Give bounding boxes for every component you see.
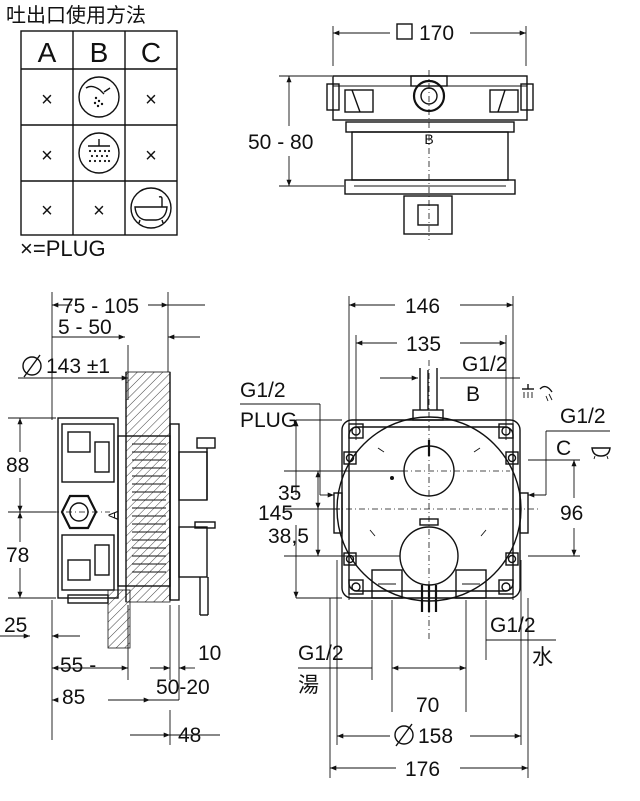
side-bottom-label: 25 <box>4 614 27 637</box>
side-left-range-top: 55 - <box>60 654 96 677</box>
front-view: 146 135 <box>240 295 611 781</box>
side-total-label: 48 <box>178 724 201 747</box>
front-outer-width-label: 146 <box>405 295 440 318</box>
port-right-sub: C <box>556 437 571 460</box>
side-left-range-bottom: 85 <box>62 686 85 709</box>
overhead-shower-icon <box>522 384 534 398</box>
table-cell-r2-c: × <box>145 145 157 167</box>
front-inner-width-label: 135 <box>406 333 441 356</box>
plug-legend: ×=PLUG <box>20 236 106 261</box>
side-view: 75 - 105 5 - 50 143 ±1 <box>0 292 221 747</box>
table-cell-r3-b: × <box>93 200 105 222</box>
square-symbol <box>396 23 413 40</box>
thread-lines <box>132 443 166 573</box>
side-wall-depth-label: 50-20 <box>156 676 210 699</box>
port-top-right: G1/2 <box>462 353 508 376</box>
side-diameter-label: 143 ±1 <box>46 355 110 378</box>
outlet-table-title: 吐出口使用方法 <box>6 4 146 27</box>
diameter-symbol <box>22 354 42 378</box>
table-cell-r3-a: × <box>41 200 53 222</box>
port-top-left-sub: PLUG <box>240 409 297 432</box>
top-width-label: 170 <box>419 22 454 45</box>
table-cell-r1-a: × <box>41 89 53 111</box>
port-bottom-right-sub: 水 <box>532 646 553 669</box>
side-port-label: A <box>105 510 121 520</box>
side-upper-label: 88 <box>6 454 29 477</box>
top-view: 170 B 50 - 80 <box>248 22 534 240</box>
side-lower-label: 78 <box>6 544 29 567</box>
side-wall-label: 5 - 50 <box>58 316 112 339</box>
table-header-b: B <box>90 37 109 68</box>
front-plate-diameter-label: 158 <box>418 725 453 748</box>
port-top-right-sub: B <box>466 383 480 406</box>
front-top-offset-label: 35 <box>278 482 301 505</box>
front-height-label: 145 <box>258 502 293 525</box>
side-depth-label: 75 - 105 <box>62 295 139 318</box>
table-cell-r2-a: × <box>41 145 53 167</box>
port-bottom-left: G1/2 <box>298 642 344 665</box>
hand-shower-icon <box>78 76 120 118</box>
diameter-symbol <box>394 723 414 747</box>
port-top-left: G1/2 <box>240 379 286 402</box>
front-right-spacing-label: 96 <box>560 502 583 525</box>
front-mid-offset-label: 38,5 <box>268 525 309 548</box>
bathtub-icon <box>591 447 611 460</box>
table-header-c: C <box>141 37 161 68</box>
hand-shower-icon <box>539 385 553 402</box>
table-header-a: A <box>38 37 57 68</box>
front-plate-width-label: 176 <box>405 758 440 781</box>
outlet-table: 吐出口使用方法 A B C × × × × × × <box>6 4 178 261</box>
front-inlet-spacing-label: 70 <box>416 694 439 717</box>
overhead-shower-icon <box>78 132 120 174</box>
table-cell-r1-c: × <box>145 89 157 111</box>
port-bottom-left-sub: 湯 <box>298 674 319 697</box>
bathtub-icon <box>130 187 172 229</box>
side-handle-label: 10 <box>198 642 221 665</box>
port-right: G1/2 <box>560 405 606 428</box>
port-bottom-right: G1/2 <box>490 614 536 637</box>
top-height-label: 50 - 80 <box>248 131 313 154</box>
